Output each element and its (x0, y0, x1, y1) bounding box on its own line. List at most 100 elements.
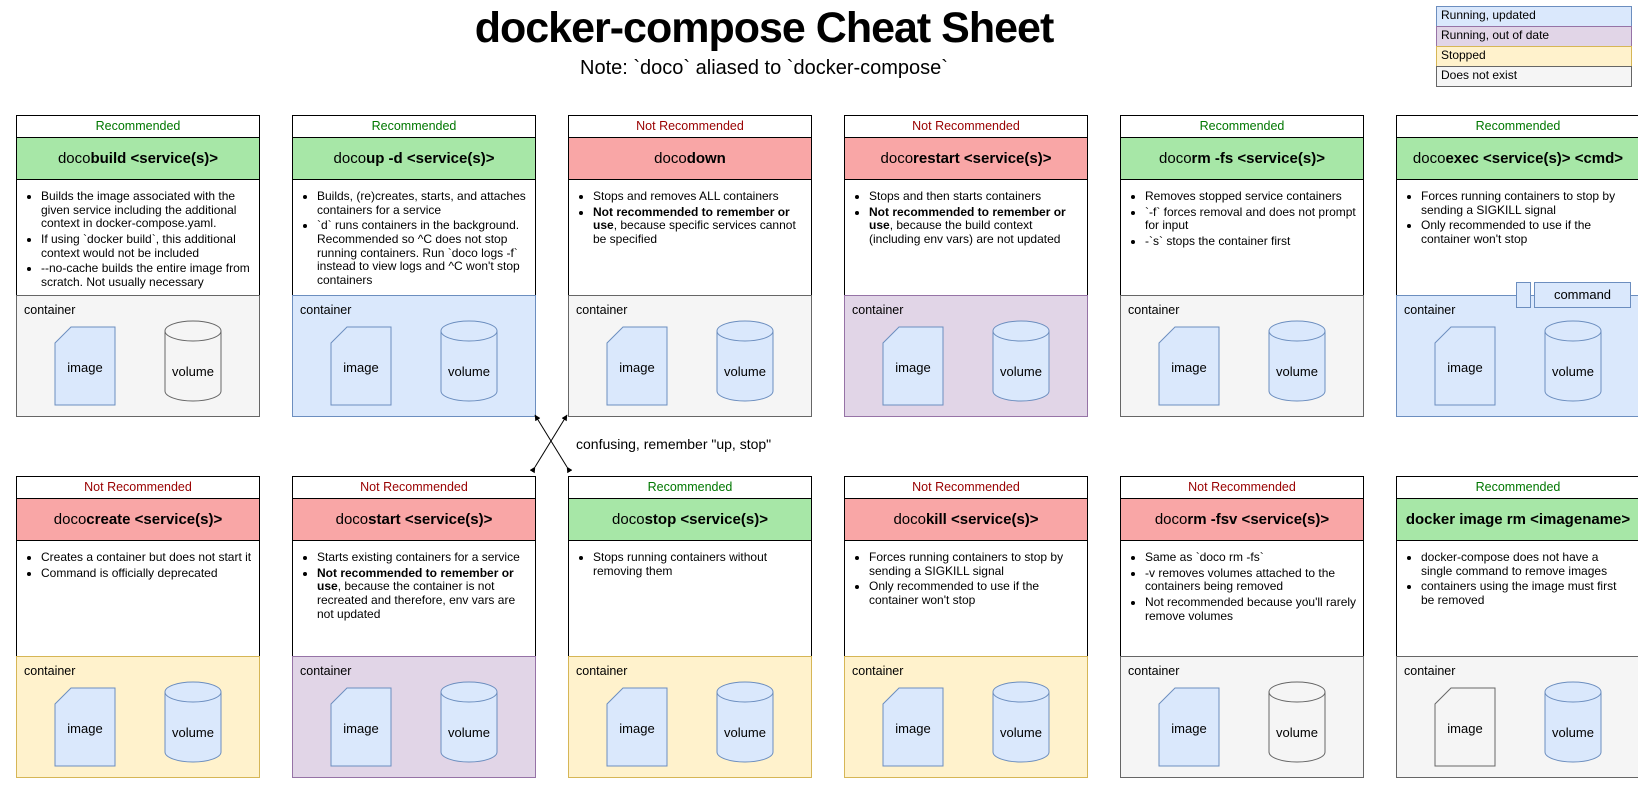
container-label: container (300, 664, 352, 678)
container-label: container (1404, 664, 1456, 678)
image-icon: image (1158, 687, 1220, 767)
container-shapes: image volume (569, 320, 811, 416)
container-shapes: image volume (1121, 320, 1363, 416)
container-box: container image volume (844, 295, 1088, 417)
bullet: If using `docker build`, this additional… (41, 232, 253, 260)
command-title: doco rm -fsv <service(s)> (1121, 498, 1363, 541)
volume-icon: volume (440, 681, 498, 763)
image-icon: image (330, 687, 392, 767)
svg-text:image: image (895, 721, 930, 736)
container-label: container (1128, 303, 1180, 317)
command-tab-small (1515, 282, 1531, 308)
bullet: Command is officially deprecated (41, 566, 253, 581)
container-box: container image volume (1396, 656, 1638, 778)
container-box: container image volume (1120, 295, 1364, 417)
recommendation-label: Recommended (1199, 119, 1285, 133)
command-title: doco build <service(s)> (17, 137, 259, 180)
recommendation-label: Not Recommended (360, 480, 468, 494)
bullet: Stops and removes ALL containers (593, 189, 805, 204)
svg-text:image: image (1447, 721, 1482, 736)
command-title: doco down (569, 137, 811, 180)
image-icon: image (882, 326, 944, 406)
recommendation-label: Not Recommended (912, 480, 1020, 494)
svg-text:volume: volume (1276, 725, 1318, 740)
bullet: Not recommended to remember or use, beca… (869, 205, 1081, 247)
recommendation-label: Recommended (95, 119, 181, 133)
command-title: doco create <service(s)> (17, 498, 259, 541)
bullet: Stops and then starts containers (869, 189, 1081, 204)
bullet: Same as `doco rm -fs` (1145, 550, 1357, 565)
container-shapes: image volume (569, 681, 811, 777)
command-title: docker image rm <imagename> (1397, 498, 1638, 541)
bullet: Stops running containers without removin… (593, 550, 805, 578)
card-restart: Not Recommended doco restart <service(s)… (844, 115, 1088, 417)
bullet-list: Starts existing containers for a service… (293, 541, 535, 656)
container-shapes: image volume (845, 320, 1087, 416)
container-box: container image volume (16, 656, 260, 778)
volume-icon: volume (1544, 681, 1602, 763)
image-icon: image (54, 687, 116, 767)
bullet: Only recommended to use if the container… (869, 580, 1081, 607)
command-title: doco exec <service(s)> <cmd> (1397, 137, 1638, 180)
svg-text:volume: volume (172, 725, 214, 740)
bullet: Creates a container but does not start i… (41, 550, 253, 565)
svg-text:image: image (67, 721, 102, 736)
card-docker-image-rm: Recommended docker image rm <imagename> … (1396, 476, 1638, 778)
svg-text:image: image (1447, 360, 1482, 375)
container-label: container (852, 664, 904, 678)
svg-text:volume: volume (448, 725, 490, 740)
container-label: container (1404, 303, 1456, 317)
card-up: Recommended doco up -d <service(s)> Buil… (292, 115, 536, 417)
command-tab-label: command (1534, 282, 1631, 308)
command-title: doco kill <service(s)> (845, 498, 1087, 541)
volume-icon: volume (164, 320, 222, 402)
image-icon: image (330, 326, 392, 406)
volume-icon: volume (440, 320, 498, 402)
bullet-list: Same as `doco rm -fs`-v removes volumes … (1121, 541, 1363, 656)
recommendation-label: Not Recommended (636, 119, 744, 133)
recommendation-label: Recommended (647, 480, 733, 494)
bullet: Not recommended to remember or use, beca… (317, 566, 529, 622)
svg-text:image: image (1171, 360, 1206, 375)
card-kill: Not Recommended doco kill <service(s)> F… (844, 476, 1088, 778)
container-box: container image volume (568, 656, 812, 778)
recommendation-label: Recommended (1475, 480, 1561, 494)
container-box: container image volume (568, 295, 812, 417)
card-build: Recommended doco build <service(s)> Buil… (16, 115, 260, 417)
image-icon: image (54, 326, 116, 406)
recommendation-label: Recommended (1475, 119, 1561, 133)
volume-icon: volume (164, 681, 222, 763)
legend-item: Running, out of date (1436, 26, 1632, 47)
card-rm-fsv: Not Recommended doco rm -fsv <service(s)… (1120, 476, 1364, 778)
confusion-note: confusing, remember "up, stop" (576, 436, 772, 452)
image-icon: image (1434, 687, 1496, 767)
container-shapes: image volume (293, 681, 535, 777)
container-label: container (1128, 664, 1180, 678)
container-box: container image volume (16, 295, 260, 417)
volume-icon: volume (992, 681, 1050, 763)
bullet-list: docker-compose does not have a single co… (1397, 541, 1638, 656)
bullet-list: Builds the image associated with the giv… (17, 180, 259, 295)
svg-text:image: image (619, 360, 654, 375)
card-start: Not Recommended doco start <service(s)> … (292, 476, 536, 778)
container-box: container image volume (292, 295, 536, 417)
container-label: container (24, 664, 76, 678)
container-box: container image volume (844, 656, 1088, 778)
bullet: Only recommended to use if the container… (1421, 219, 1633, 246)
volume-icon: volume (1268, 681, 1326, 763)
legend-item: Running, updated (1436, 6, 1632, 27)
svg-text:volume: volume (1276, 364, 1318, 379)
card-exec: Recommended doco exec <service(s)> <cmd>… (1396, 115, 1638, 417)
bullet: Builds the image associated with the giv… (41, 189, 253, 231)
svg-text:volume: volume (1000, 725, 1042, 740)
bullet: Forces running containers to stop by sen… (1421, 189, 1633, 217)
container-shapes: image volume (17, 320, 259, 416)
bullet: `-f` forces removal and does not prompt … (1145, 205, 1357, 233)
container-box: container image volume (1120, 656, 1364, 778)
card-stop: Recommended doco stop <service(s)> Stops… (568, 476, 812, 778)
svg-text:volume: volume (1552, 364, 1594, 379)
bullet-list: Creates a container but does not start i… (17, 541, 259, 656)
card-down: Not Recommended doco down Stops and remo… (568, 115, 812, 417)
